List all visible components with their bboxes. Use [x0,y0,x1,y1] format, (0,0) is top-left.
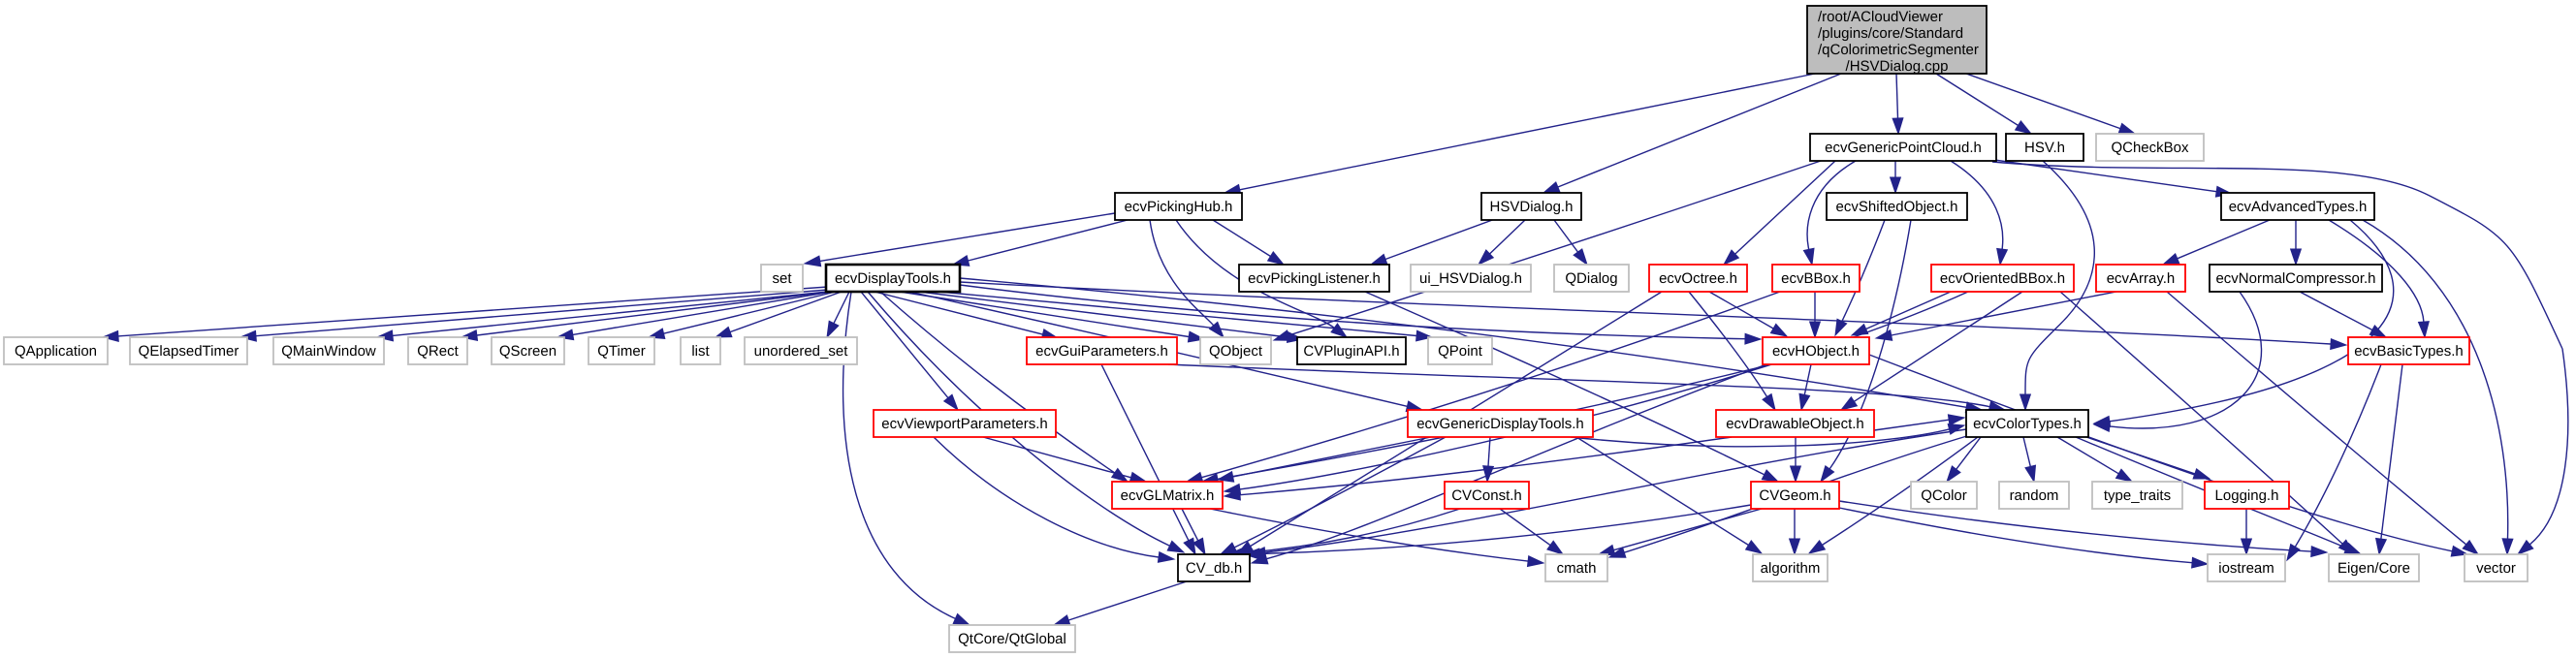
svg-text:QTimer: QTimer [597,343,645,360]
svg-text:cmath: cmath [1557,560,1597,577]
svg-text:ecvBasicTypes.h: ecvBasicTypes.h [2354,343,2464,360]
svg-text:QtCore/QtGlobal: QtCore/QtGlobal [958,631,1066,647]
svg-text:ecvDisplayTools.h: ecvDisplayTools.h [835,270,951,287]
svg-text:QPoint: QPoint [1438,343,1483,360]
svg-text:Eigen/Core: Eigen/Core [2337,560,2410,577]
svg-text:ecvOctree.h: ecvOctree.h [1659,270,1737,287]
svg-text:ecvBBox.h: ecvBBox.h [1781,270,1851,287]
svg-text:Logging.h: Logging.h [2215,487,2279,504]
svg-text:CVConst.h: CVConst.h [1451,487,1522,504]
svg-text:ecvGenericDisplayTools.h: ecvGenericDisplayTools.h [1416,416,1584,432]
svg-text:algorithm: algorithm [1761,560,1821,577]
svg-text:QMainWindow: QMainWindow [281,343,376,360]
svg-text:QApplication: QApplication [15,343,97,360]
svg-text:vector: vector [2476,560,2516,577]
svg-text:ecvOrientedBBox.h: ecvOrientedBBox.h [1940,270,2065,287]
svg-text:CV_db.h: CV_db.h [1186,560,1242,577]
svg-text:ecvHObject.h: ecvHObject.h [1772,343,1860,360]
svg-text:unordered_set: unordered_set [754,343,849,360]
svg-text:CVPluginAPI.h: CVPluginAPI.h [1303,343,1399,360]
svg-text:ecvShiftedObject.h: ecvShiftedObject.h [1836,199,1958,215]
svg-text:QRect: QRect [417,343,459,360]
svg-text:QScreen: QScreen [499,343,557,360]
svg-text:/HSVDialog.cpp: /HSVDialog.cpp [1846,58,1949,75]
svg-text:ecvColorTypes.h: ecvColorTypes.h [1973,416,2082,432]
svg-text:ecvViewportParameters.h: ecvViewportParameters.h [881,416,1047,432]
svg-text:ecvGuiParameters.h: ecvGuiParameters.h [1035,343,1168,360]
svg-text:QDialog: QDialog [1565,270,1617,287]
svg-text:ecvGLMatrix.h: ecvGLMatrix.h [1121,487,1215,504]
svg-text:ecvPickingListener.h: ecvPickingListener.h [1248,270,1381,287]
svg-text:ecvAdvancedTypes.h: ecvAdvancedTypes.h [2229,199,2368,215]
svg-text:/qColorimetricSegmenter: /qColorimetricSegmenter [1818,42,1979,58]
svg-text:ecvArray.h: ecvArray.h [2107,270,2176,287]
svg-text:CVGeom.h: CVGeom.h [1759,487,1830,504]
svg-text:list: list [691,343,710,360]
svg-text:ecvDrawableObject.h: ecvDrawableObject.h [1726,416,1864,432]
svg-text:ui_HSVDialog.h: ui_HSVDialog.h [1419,270,1522,287]
svg-text:QObject: QObject [1209,343,1263,360]
svg-text:HSV.h: HSV.h [2024,140,2065,156]
svg-text:QCheckBox: QCheckBox [2111,140,2189,156]
svg-text:/plugins/core/Standard: /plugins/core/Standard [1818,25,1963,42]
svg-text:random: random [2010,487,2059,504]
svg-text:ecvPickingHub.h: ecvPickingHub.h [1125,199,1233,215]
svg-text:QElapsedTimer: QElapsedTimer [139,343,239,360]
svg-text:HSVDialog.h: HSVDialog.h [1490,199,1574,215]
svg-text:set: set [772,270,792,287]
svg-text:iostream: iostream [2218,560,2274,577]
svg-text:ecvGenericPointCloud.h: ecvGenericPointCloud.h [1825,140,1982,156]
svg-text:/root/ACloudViewer: /root/ACloudViewer [1818,9,1943,25]
svg-text:type_traits: type_traits [2104,487,2171,504]
svg-text:ecvNormalCompressor.h: ecvNormalCompressor.h [2215,270,2375,287]
svg-text:QColor: QColor [1921,487,1967,504]
